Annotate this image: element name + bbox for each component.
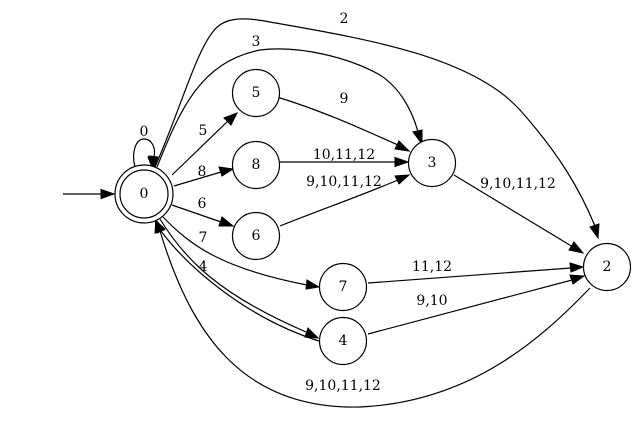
edge-label: 11,12 xyxy=(412,259,452,275)
state-label: 2 xyxy=(603,259,612,275)
edge-0-2: 2 xyxy=(154,11,600,240)
state-0[interactable]: 0 xyxy=(114,164,174,224)
edge-label: 4 xyxy=(199,259,208,275)
edge-8-3: 10,11,12 xyxy=(280,147,410,168)
edge-0-4: 4 xyxy=(159,218,320,339)
edge-3-2: 9,10,11,12 xyxy=(453,174,585,254)
edge-0-3: 3 xyxy=(156,34,423,168)
edge-7-2: 11,12 xyxy=(367,259,585,284)
state-7[interactable]: 7 xyxy=(318,262,368,312)
edge-label: 2 xyxy=(340,11,349,27)
edge-4-2: 9,10 xyxy=(367,274,586,335)
edge-label: 9 xyxy=(340,91,349,107)
edge-2-0: 9,10,11,12 xyxy=(154,218,591,408)
state-label: 7 xyxy=(339,279,348,295)
edge-label: 8 xyxy=(198,164,207,180)
state-label: 0 xyxy=(140,186,149,202)
edge-0-7: 7 xyxy=(161,215,321,290)
state-label: 5 xyxy=(252,85,261,101)
edge-label: 6 xyxy=(198,196,207,212)
state-6[interactable]: 6 xyxy=(231,211,281,261)
edge-0-6: 6 xyxy=(171,196,235,227)
edge-label: 0 xyxy=(140,124,149,140)
edge-label: 5 xyxy=(199,123,208,139)
edge-label: 3 xyxy=(252,34,261,50)
edge-6-3: 9,10,11,12 xyxy=(279,174,411,227)
state-3[interactable]: 3 xyxy=(407,138,457,188)
edge-label: 9,10,11,12 xyxy=(480,176,556,192)
edge-0-8: 8 xyxy=(173,164,235,187)
start-arrow xyxy=(63,188,116,200)
edge-label: 9,10,11,12 xyxy=(306,174,382,190)
state-label: 3 xyxy=(428,155,437,171)
state-label: 8 xyxy=(252,157,261,173)
edge-label: 9,10 xyxy=(416,293,447,309)
state-4[interactable]: 4 xyxy=(318,316,368,366)
state-5[interactable]: 5 xyxy=(231,68,281,118)
edge-label: 10,11,12 xyxy=(313,147,375,163)
state-label: 6 xyxy=(252,228,261,244)
state-8[interactable]: 8 xyxy=(231,140,281,190)
edge-5-3: 9 xyxy=(276,91,411,152)
edge-label: 9,10,11,12 xyxy=(305,378,381,394)
edge-label: 7 xyxy=(199,230,208,246)
edge-0-5: 5 xyxy=(171,112,239,176)
state-2[interactable]: 2 xyxy=(582,242,632,292)
edge-0-0-inbound-top xyxy=(147,156,158,172)
state-label: 4 xyxy=(339,333,348,349)
